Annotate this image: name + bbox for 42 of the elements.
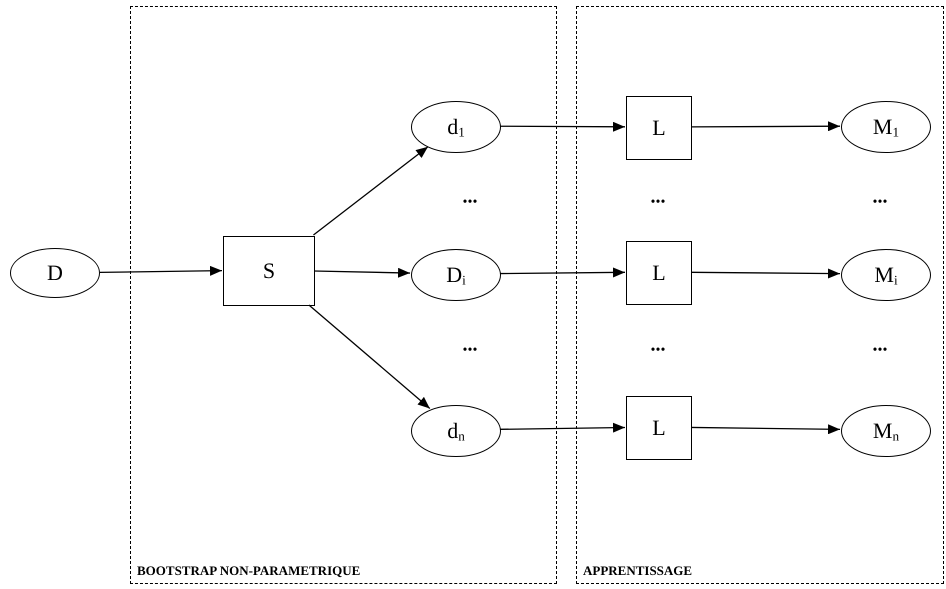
node-label: D	[47, 260, 63, 286]
process-box	[626, 241, 692, 305]
ellipse-node	[841, 249, 931, 301]
ellipsis-label: ...	[872, 186, 888, 208]
arrow	[691, 121, 840, 132]
ellipsis-label: ...	[462, 334, 478, 356]
process-box	[223, 236, 315, 306]
node-label: d$_{1}$	[447, 114, 465, 140]
ellipsis-label: ...	[650, 334, 666, 356]
arrow	[313, 146, 428, 236]
node-label: M$_{1}$	[872, 114, 900, 140]
ellipse-node	[411, 249, 501, 301]
ellipse-node	[841, 101, 931, 153]
ellipse-node	[411, 101, 501, 153]
arrow	[308, 304, 430, 409]
process-box	[626, 396, 692, 460]
arrow	[100, 266, 222, 276]
node-label: M$_{n}$	[872, 418, 900, 444]
dashed-group-box	[576, 6, 944, 584]
group-label: APPRENTISSAGE	[583, 563, 692, 579]
ellipsis-label: ...	[462, 186, 478, 208]
node-label: d$_{n}$	[447, 418, 465, 444]
node-label: L	[652, 260, 666, 286]
dashed-group-box	[130, 6, 557, 584]
node-label: M$_{i}$	[874, 262, 898, 288]
arrow	[500, 267, 625, 278]
ellipsis-label: ...	[650, 186, 666, 208]
node-label: D$_{i}$	[446, 262, 466, 288]
group-label: BOOTSTRAP NON-PARAMETRIQUE	[137, 563, 360, 579]
node-label: L	[652, 415, 666, 441]
arrow	[500, 422, 625, 433]
ellipse-node	[10, 248, 100, 298]
node-label: L	[652, 115, 666, 141]
ellipsis-label: ...	[872, 334, 888, 356]
arrow	[314, 268, 410, 278]
arrow	[691, 268, 840, 278]
process-box	[626, 96, 692, 160]
ellipse-node	[411, 405, 501, 457]
ellipse-node	[841, 405, 931, 457]
node-label: S	[262, 258, 276, 284]
arrow	[500, 122, 625, 132]
arrow	[691, 424, 840, 434]
